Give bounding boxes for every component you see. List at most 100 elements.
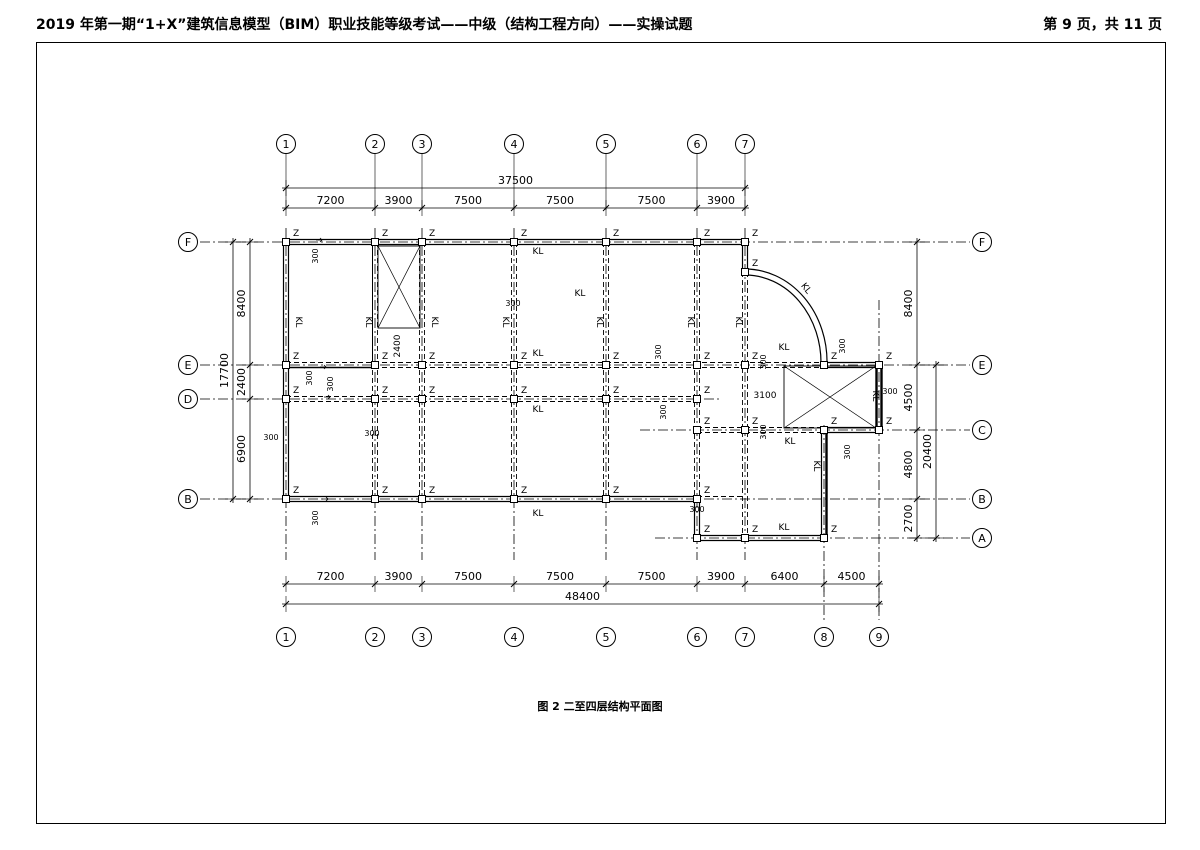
- dim-top-label-0: 7200: [317, 194, 345, 207]
- column-label-2: Z: [429, 229, 435, 239]
- axis-top-6-label: 6: [694, 138, 701, 151]
- dim-left-tick-0: [246, 238, 254, 246]
- axis-bottom-6-circle: [687, 627, 707, 647]
- dim-right-label-1: 4500: [902, 384, 915, 412]
- beam-label-11: KL: [500, 317, 510, 328]
- dim-left-label-1: 2400: [235, 368, 248, 396]
- column-label-13: Z: [752, 352, 758, 362]
- dim-bottom-tick-5: [693, 580, 701, 588]
- axis-bottom-5-label: 5: [603, 631, 610, 644]
- axis-bottom-7-circle: [735, 627, 755, 647]
- offset-arrow-1: [320, 364, 327, 370]
- axis-top-1-label: 1: [283, 138, 290, 151]
- opening-dim-2400: 2400: [393, 334, 403, 357]
- column-20: [602, 395, 610, 403]
- dim-bottom-label-2: 7500: [454, 570, 482, 583]
- beam-label-10: KL: [429, 317, 439, 328]
- dim-bottom-tick-8: [875, 580, 883, 588]
- dim-bottom-label-0: 7200: [317, 570, 345, 583]
- dim-bottom-tick-2: [418, 580, 426, 588]
- dim-bottom-tick-0: [282, 580, 290, 588]
- column-18: [418, 395, 426, 403]
- column-25: [875, 426, 883, 434]
- column-label-24: Z: [831, 417, 837, 427]
- dim-top-tick-5: [693, 204, 701, 212]
- page-header-title: 2019 年第一期“1+X”建筑信息模型（BIM）职业技能等级考试——中级（结构…: [36, 17, 693, 33]
- offset-label-11: 300: [759, 424, 768, 439]
- dim-right-label-0: 8400: [902, 290, 915, 318]
- axis-right-B-circle: [972, 489, 992, 509]
- column-label-19: Z: [521, 386, 527, 396]
- column-26: [282, 495, 290, 503]
- beam-label-16: KL: [870, 391, 880, 402]
- column-16: [282, 395, 290, 403]
- dim-top-tick-4: [602, 204, 610, 212]
- dim-top-label-3: 7500: [546, 194, 574, 207]
- dim-right-total-tick-1: [932, 534, 940, 542]
- column-15: [875, 361, 883, 369]
- column-label-17: Z: [382, 386, 388, 396]
- column-label-10: Z: [521, 352, 527, 362]
- axis-bottom-4-circle: [504, 627, 524, 647]
- column-27: [371, 495, 379, 503]
- beam-label-9: KL: [363, 317, 373, 328]
- column-label-4: Z: [613, 229, 619, 239]
- dim-top-tick-1: [371, 204, 379, 212]
- axis-left-D-label: D: [184, 393, 192, 406]
- dim-top-tick-0: [282, 204, 290, 212]
- axis-bottom-6-label: 6: [694, 631, 701, 644]
- column-label-23: Z: [752, 417, 758, 427]
- dim-left-tick-3: [246, 495, 254, 503]
- column-label-0: Z: [293, 229, 299, 239]
- axis-right-E-circle: [972, 355, 992, 375]
- beam-label-2: KL: [533, 349, 544, 359]
- dim-right-tick-3: [913, 495, 921, 503]
- dim-top-tick-6: [741, 204, 749, 212]
- axis-right-C-circle: [972, 420, 992, 440]
- column-6: [741, 238, 749, 246]
- axis-bottom-2-label: 2: [372, 631, 379, 644]
- offset-arrow-2: [324, 394, 331, 400]
- column-5: [693, 238, 701, 246]
- dim-bottom-tick-1: [371, 580, 379, 588]
- dim-right-tick-1: [913, 361, 921, 369]
- column-label-1: Z: [382, 229, 388, 239]
- beam-label-8: KL: [293, 317, 303, 328]
- beam-label-4: KL: [533, 509, 544, 519]
- columns: [282, 238, 883, 542]
- axis-right-F-circle: [972, 232, 992, 252]
- page-number: 第 9 页，共 11 页: [1043, 17, 1162, 33]
- drawing-frame: [36, 42, 1166, 824]
- beam-label-3: KL: [533, 405, 544, 415]
- column-14: [820, 361, 828, 369]
- axis-left-F-circle: [178, 232, 198, 252]
- dim-bottom-label-6: 6400: [771, 570, 799, 583]
- axis-bottom-3-circle: [412, 627, 432, 647]
- grid-lines: [200, 154, 970, 620]
- opening-8-9-box: [783, 365, 877, 429]
- axis-right-E-label: E: [979, 359, 986, 372]
- column-8: [371, 361, 379, 369]
- axis-right-A-label: A: [978, 532, 986, 545]
- offset-label-2: 300: [326, 376, 335, 391]
- dim-top-tick-3: [510, 204, 518, 212]
- axis-top-2-circle: [365, 134, 385, 154]
- column-label-8: Z: [382, 352, 388, 362]
- column-13: [741, 361, 749, 369]
- column-34: [820, 534, 828, 542]
- dim-bottom-label-5: 3900: [707, 570, 735, 583]
- offset-label-10: 300: [843, 444, 852, 459]
- column-21: [693, 395, 701, 403]
- column-label-33: Z: [752, 525, 758, 535]
- column-label-3: Z: [521, 229, 527, 239]
- offset-label-14: 300: [311, 510, 320, 525]
- opening-2-3-diag2: [377, 245, 421, 329]
- column-label-26: Z: [293, 486, 299, 496]
- dim-bottom-total-tick-1: [875, 600, 883, 608]
- axis-top-7-circle: [735, 134, 755, 154]
- axis-bottom-7-label: 7: [742, 631, 749, 644]
- dim-left-label-2: 6900: [235, 435, 248, 463]
- opening-8-9-diag2: [783, 365, 877, 429]
- dim-bottom-tick-3: [510, 580, 518, 588]
